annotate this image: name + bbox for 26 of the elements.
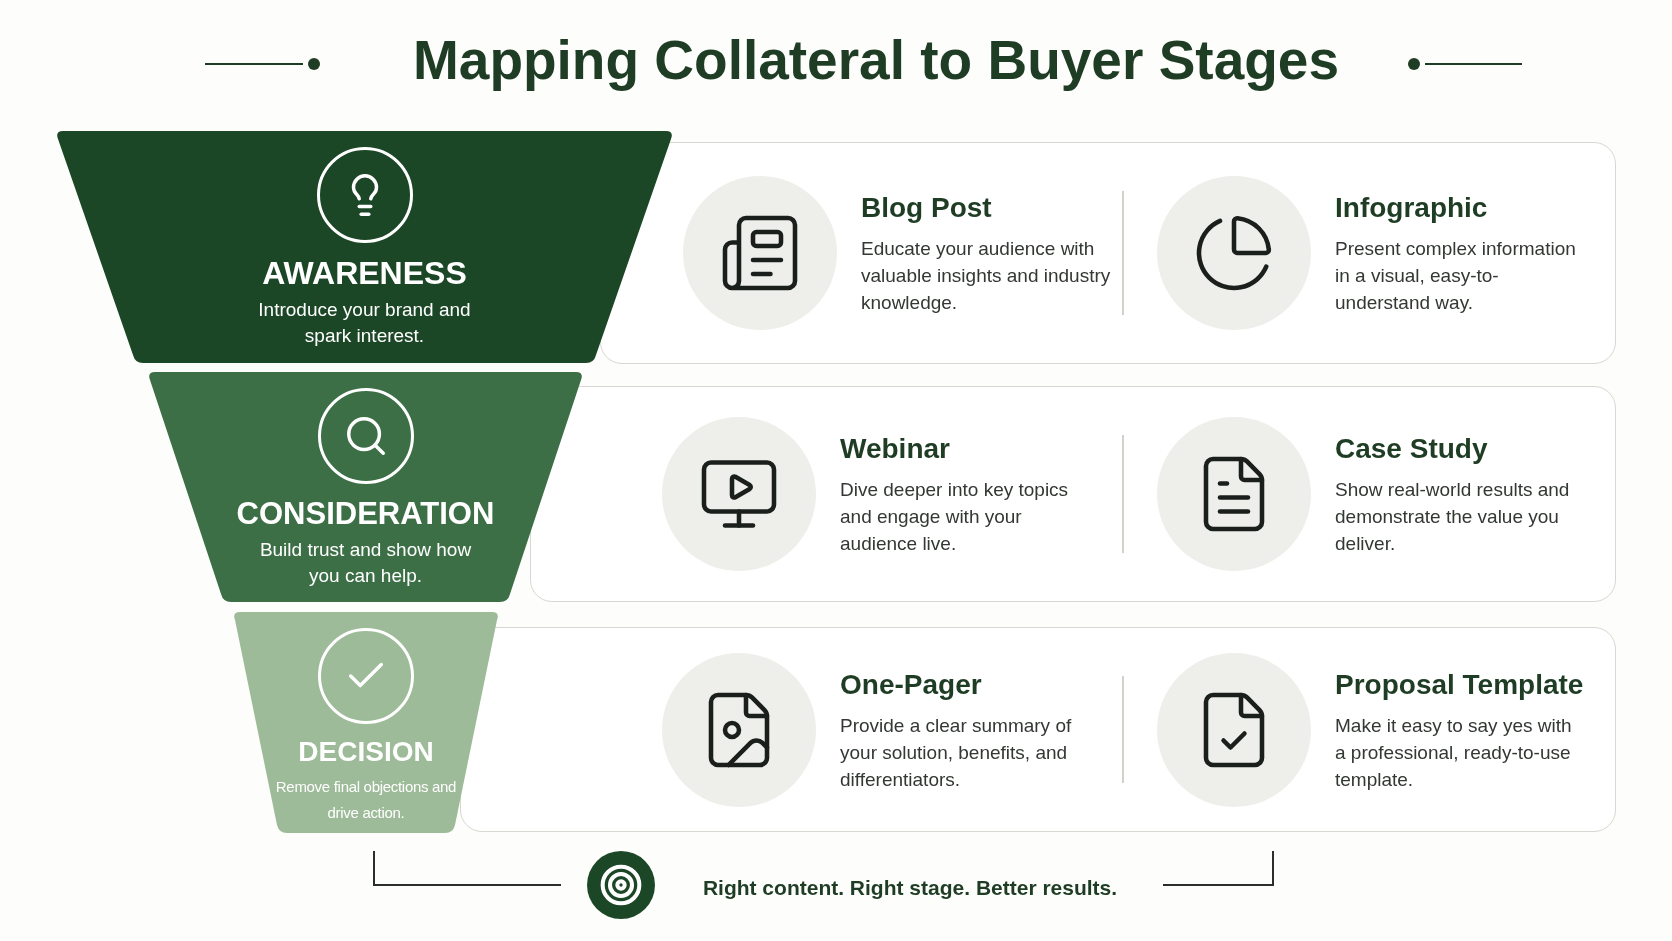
tagline: Right content. Right stage. Better results. (701, 875, 1119, 901)
funnel-stage (147, 372, 584, 602)
collateral-description: Dive deeper into key topics and engage with your audience live. (840, 478, 1070, 556)
collateral-title: One-Pager (840, 667, 983, 702)
stage-title: CONSIDERATION (236, 498, 495, 529)
content-panel (600, 142, 1616, 364)
stage-description: Remove final objections and drive action. (274, 777, 458, 823)
stage-title: AWARENESS (262, 257, 467, 289)
collateral-description: Provide a clear summary of your solution, benefits, and differentiators. (840, 713, 1073, 792)
collateral-title: Case Study (1335, 432, 1489, 466)
collateral-title: Webinar (840, 432, 951, 466)
funnel-stage (55, 131, 674, 363)
content-panel (460, 627, 1616, 832)
content-panel (530, 386, 1616, 602)
collateral-title: Blog Post (861, 191, 993, 225)
stage-description: Build trust and show how you can help. (258, 538, 473, 588)
collateral-description: Make it easy to say yes with a professional, ready-to-use template. (1335, 713, 1573, 792)
collateral-title: Infographic (1335, 191, 1489, 225)
funnel-stage (232, 612, 500, 833)
stage-title: DECISION (298, 738, 434, 766)
collateral-title: Proposal Template (1335, 667, 1585, 702)
stage-description: Introduce your brand and spark interest. (257, 298, 472, 348)
collateral-description: Educate your audience with valuable insights and industry knowledge. (861, 237, 1111, 315)
collateral-description: Show real-world results and demonstrate the value you deliver. (1335, 478, 1571, 556)
title: Mapping Collateral to Buyer Stages (412, 28, 1340, 93)
collateral-description: Present complex information in a visual, easy-to-understand way. (1335, 237, 1577, 315)
